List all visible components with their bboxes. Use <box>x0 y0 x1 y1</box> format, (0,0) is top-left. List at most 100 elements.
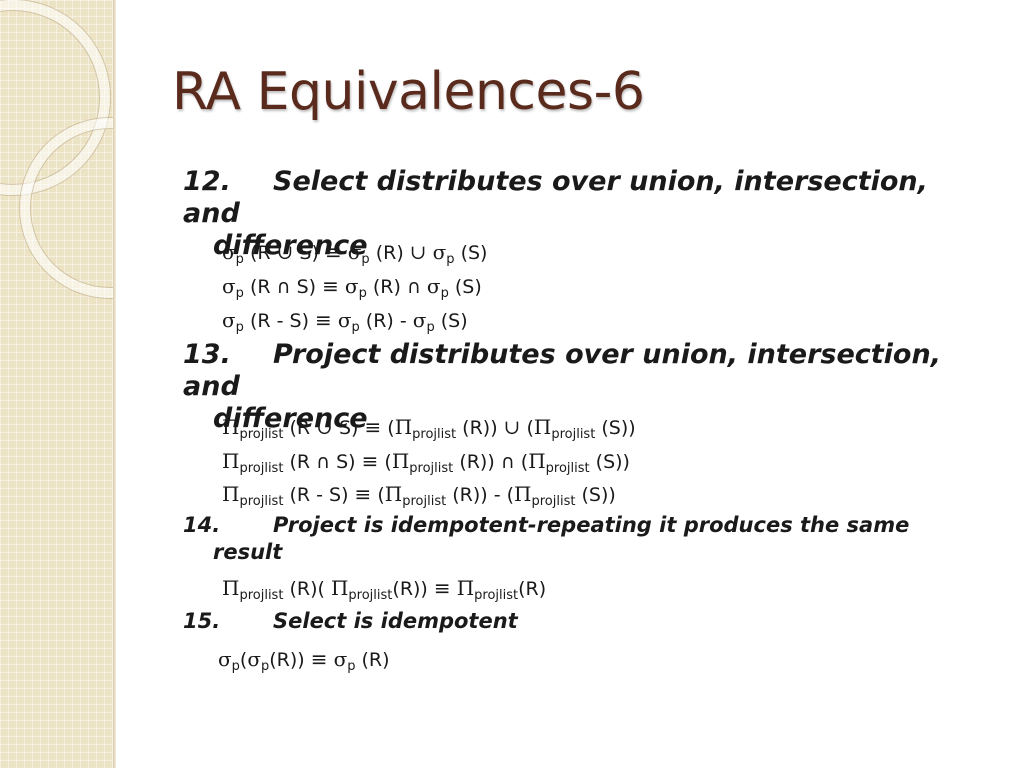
formula-token: Π <box>222 576 240 600</box>
formula-select-idempotent: σp(σp(R)) ≡ σp (R) <box>218 646 390 680</box>
formula-token: (S)) <box>575 484 616 506</box>
formula-token: projlist <box>402 494 447 509</box>
decorative-side-panel <box>0 0 113 768</box>
formula-token: ≡ <box>315 308 332 332</box>
formula-token: ≡ <box>322 274 339 298</box>
formula-token: ∩ <box>316 451 331 473</box>
formula-project-union: Πprojlist (R ∪ S) ≡ (Πprojlist (R)) ∪ (Π… <box>222 414 636 448</box>
item-text: Select distributes over union, intersect… <box>183 166 928 229</box>
formula-token: ( <box>239 649 248 671</box>
side-panel-edge <box>113 0 116 768</box>
formula-token: Π <box>384 482 403 506</box>
formula-token: projlist <box>239 461 284 476</box>
formula-token: ∪ <box>316 415 333 439</box>
formula-token: (R)) - ( <box>446 484 515 506</box>
formula-token: (S)) <box>595 417 636 439</box>
formula-token: Π <box>533 415 552 439</box>
formula-token: (R)) <box>456 417 504 439</box>
formula-select-union: σp (R ∪ S) ≡ σp (R) ∪ σp (S) <box>222 239 487 273</box>
item-12-heading: 12.Select distributes over union, inters… <box>183 166 983 262</box>
formula-token: p <box>426 320 435 335</box>
formula-token: p <box>235 286 244 301</box>
formula-token: (R - S) <box>243 310 316 332</box>
formula-token: Π <box>514 482 532 506</box>
formula-token: σ <box>432 240 447 264</box>
item-text-continued: difference <box>213 403 368 434</box>
formula-token: ∩ <box>500 451 515 473</box>
formula-token: (R) <box>369 242 410 264</box>
formula-token: ( <box>520 417 534 439</box>
formula-token: σ <box>344 274 359 298</box>
formula-token: projlist <box>239 427 284 442</box>
formula-token: ≡ <box>364 415 382 439</box>
formula-token: p <box>347 659 356 674</box>
formula-token: p <box>235 252 244 267</box>
formula-token: projlist <box>239 588 284 603</box>
formula-token: ∩ <box>276 276 291 298</box>
formula-project-difference: Πprojlist (R - S) ≡ (Πprojlist (R)) - (Π… <box>222 481 616 515</box>
formula-token: (R) - <box>359 310 413 332</box>
formula-token: p <box>235 320 244 335</box>
formula-token: p <box>361 252 370 267</box>
formula-token: S) <box>330 451 362 473</box>
formula-token: (R)) <box>269 649 311 671</box>
formula-token: projlist <box>412 427 457 442</box>
formula-token: ≡ <box>433 576 451 600</box>
formula-token: (S) <box>448 276 482 298</box>
formula-token: σ <box>333 647 348 671</box>
formula-token: p <box>440 286 449 301</box>
formula-project-idempotent: Πprojlist (R)( Πprojlist(R)) ≡ Πprojlist… <box>222 575 546 609</box>
formula-token: (R) <box>366 276 407 298</box>
formula-token: (R)( <box>283 578 331 600</box>
formula-token: projlist <box>531 494 576 509</box>
formula-token: σ <box>222 308 236 332</box>
item-number: 14. <box>183 513 221 537</box>
formula-token: Π <box>222 449 240 473</box>
formula-token: Π <box>330 576 349 600</box>
formula-token: Π <box>394 415 413 439</box>
formula-token: Π <box>528 449 546 473</box>
formula-token: (R) <box>518 578 547 600</box>
item-14-heading: 14. Project is idempotent-repeating it pr… <box>183 512 983 566</box>
formula-token: projlist <box>551 427 596 442</box>
formula-select-difference: σp (R - S) ≡ σp (R) - σp (S) <box>222 307 468 341</box>
item-text-continued: difference <box>213 230 368 261</box>
formula-project-intersection: Πprojlist (R ∩ S) ≡ (Πprojlist (R)) ∩ (Π… <box>222 448 630 482</box>
item-number: 13. <box>183 339 231 370</box>
formula-token: (S) <box>454 242 488 264</box>
formula-token: ≡ <box>324 240 342 264</box>
formula-token: projlist <box>348 588 393 603</box>
formula-token: ∪ <box>276 240 294 264</box>
formula-token: σ <box>247 647 261 671</box>
formula-token: S) <box>332 417 365 439</box>
item-number: 12. <box>183 166 231 197</box>
formula-token: p <box>261 659 270 674</box>
formula-token: projlist <box>409 461 454 476</box>
formula-token: Π <box>222 415 240 439</box>
item-13-heading: 13.Project distributes over union, inter… <box>183 339 983 435</box>
item-text: Project distributes over union, intersec… <box>183 339 941 402</box>
formula-token: ( <box>381 417 395 439</box>
formula-token: (R - S) <box>283 484 355 506</box>
formula-token: ( <box>371 484 385 506</box>
formula-token: ≡ <box>361 449 379 473</box>
formula-token: ≡ <box>354 482 372 506</box>
formula-token: projlist <box>239 494 284 509</box>
formula-token: ∪ <box>409 240 427 264</box>
formula-token: (R) <box>355 649 390 671</box>
formula-token: σ <box>222 274 236 298</box>
formula-token: ∪ <box>503 415 521 439</box>
formula-token: (R)) <box>392 578 434 600</box>
formula-token: (R <box>243 276 277 298</box>
formula-token: (R <box>283 417 317 439</box>
formula-token: σ <box>218 647 232 671</box>
formula-token: S) <box>293 242 325 264</box>
item-number: 15. <box>183 609 221 633</box>
formula-token: σ <box>222 240 236 264</box>
formula-token: σ <box>412 308 427 332</box>
formula-token: Π <box>222 482 240 506</box>
item-text: Project is idempotent-repeating it produ… <box>273 513 910 537</box>
formula-select-intersection: σp (R ∩ S) ≡ σp (R) ∩ σp (S) <box>222 273 482 307</box>
formula-token: p <box>446 252 455 267</box>
